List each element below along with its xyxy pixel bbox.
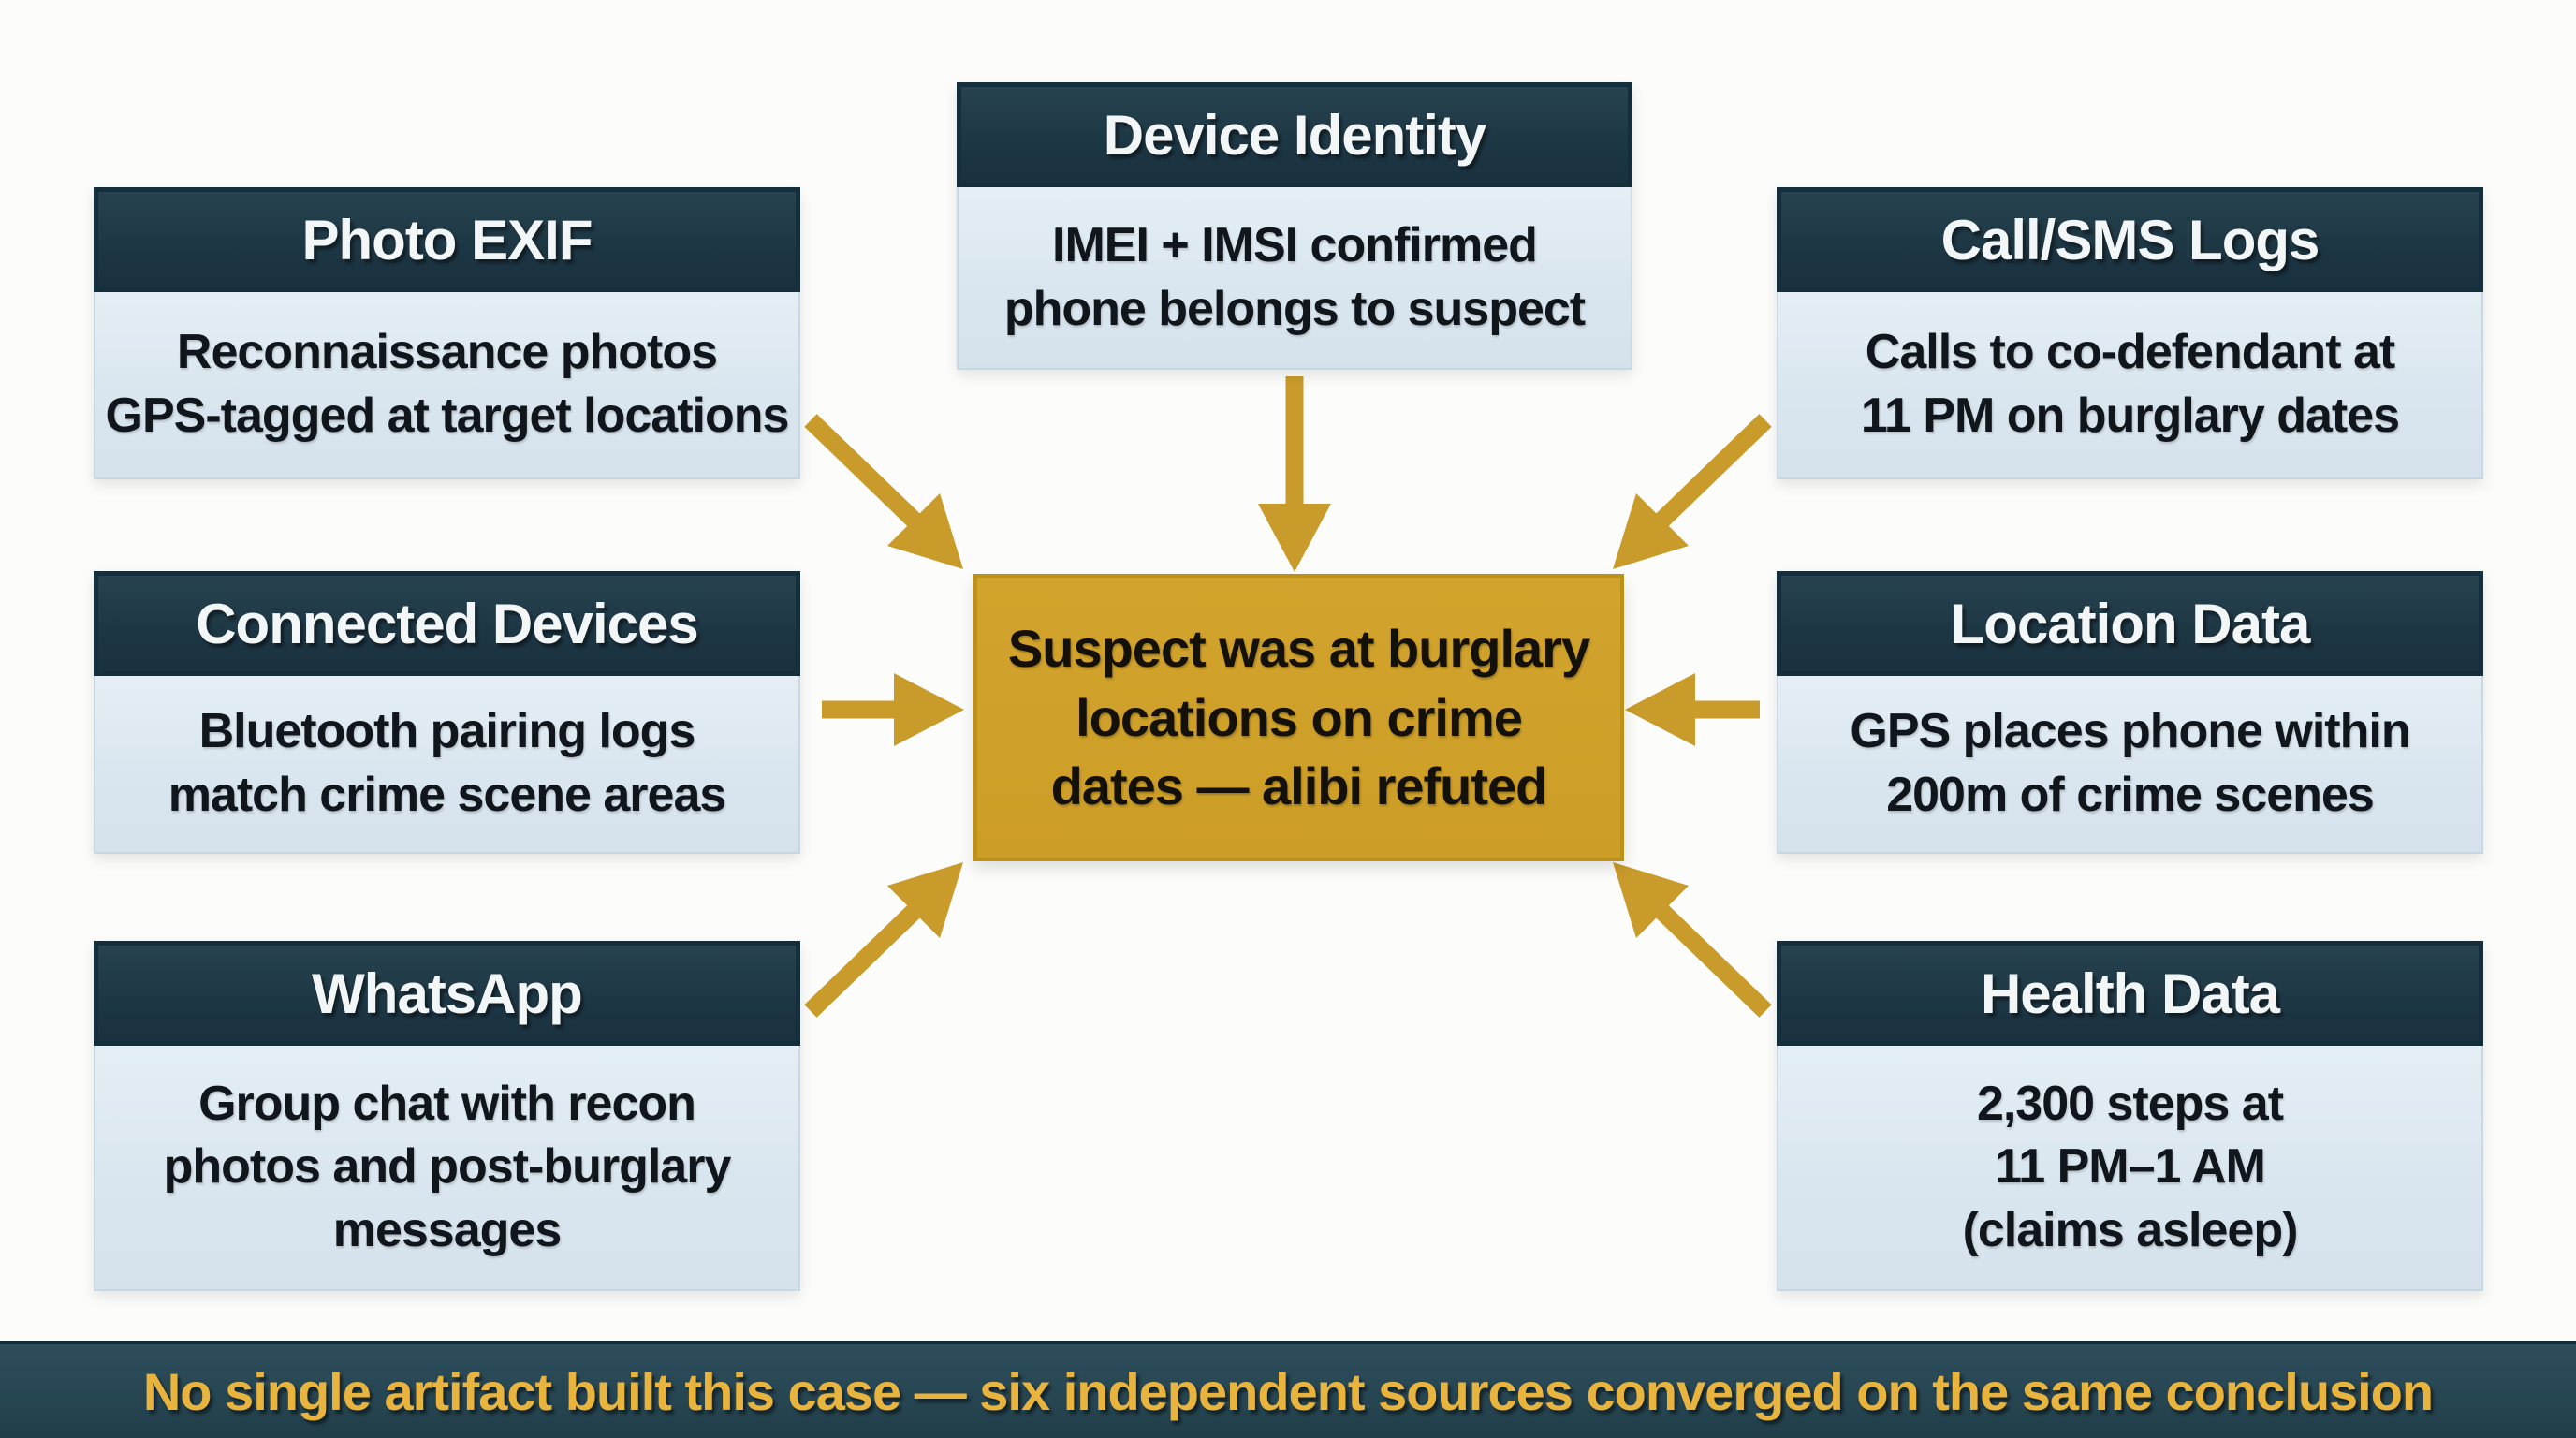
device-identity-body: IMEI + IMSI confirmed phone belongs to s… xyxy=(957,187,1632,370)
whatsapp-title: WhatsApp xyxy=(94,941,800,1046)
photo-exif-arrow-icon xyxy=(804,414,963,569)
source-box-location-data: Location Data GPS places phone within 20… xyxy=(1777,571,2483,854)
health-data-body: 2,300 steps at 11 PM–1 AM (claims asleep… xyxy=(1777,1046,2483,1291)
connected-devices-body: Bluetooth pairing logs match crime scene… xyxy=(94,676,800,854)
location-data-title: Location Data xyxy=(1777,571,2483,676)
call-sms-arrow-icon xyxy=(1613,414,1772,569)
whatsapp-arrow-icon xyxy=(804,862,963,1018)
footer-text: No single artifact built this case — six… xyxy=(142,1361,2434,1421)
footer-bar: No single artifact built this case — six… xyxy=(0,1341,2576,1438)
health-data-arrow-icon xyxy=(1613,862,1772,1018)
source-box-photo-exif: Photo EXIF Reconnaissance photos GPS-tag… xyxy=(94,187,800,479)
location-data-body: GPS places phone within 200m of crime sc… xyxy=(1777,676,2483,854)
connected-devices-title: Connected Devices xyxy=(94,571,800,676)
location-data-arrow-icon xyxy=(1625,673,1760,746)
device-identity-title: Device Identity xyxy=(957,82,1632,187)
device-identity-arrow-icon xyxy=(1258,376,1331,572)
health-data-title: Health Data xyxy=(1777,941,2483,1046)
whatsapp-body: Group chat with recon photos and post-bu… xyxy=(94,1046,800,1291)
call-sms-logs-body: Calls to co-defendant at 11 PM on burgla… xyxy=(1777,292,2483,479)
call-sms-logs-title: Call/SMS Logs xyxy=(1777,187,2483,292)
source-box-device-identity: Device Identity IMEI + IMSI confirmed ph… xyxy=(957,82,1632,370)
source-box-connected-devices: Connected Devices Bluetooth pairing logs… xyxy=(94,571,800,854)
conclusion-box: Suspect was at burglary locations on cri… xyxy=(973,574,1624,861)
source-box-whatsapp: WhatsApp Group chat with recon photos an… xyxy=(94,941,800,1291)
connected-devices-arrow-icon xyxy=(822,673,964,746)
photo-exif-title: Photo EXIF xyxy=(94,187,800,292)
source-box-call-sms-logs: Call/SMS Logs Calls to co-defendant at 1… xyxy=(1777,187,2483,479)
source-box-health-data: Health Data 2,300 steps at 11 PM–1 AM (c… xyxy=(1777,941,2483,1291)
photo-exif-body: Reconnaissance photos GPS-tagged at targ… xyxy=(94,292,800,479)
